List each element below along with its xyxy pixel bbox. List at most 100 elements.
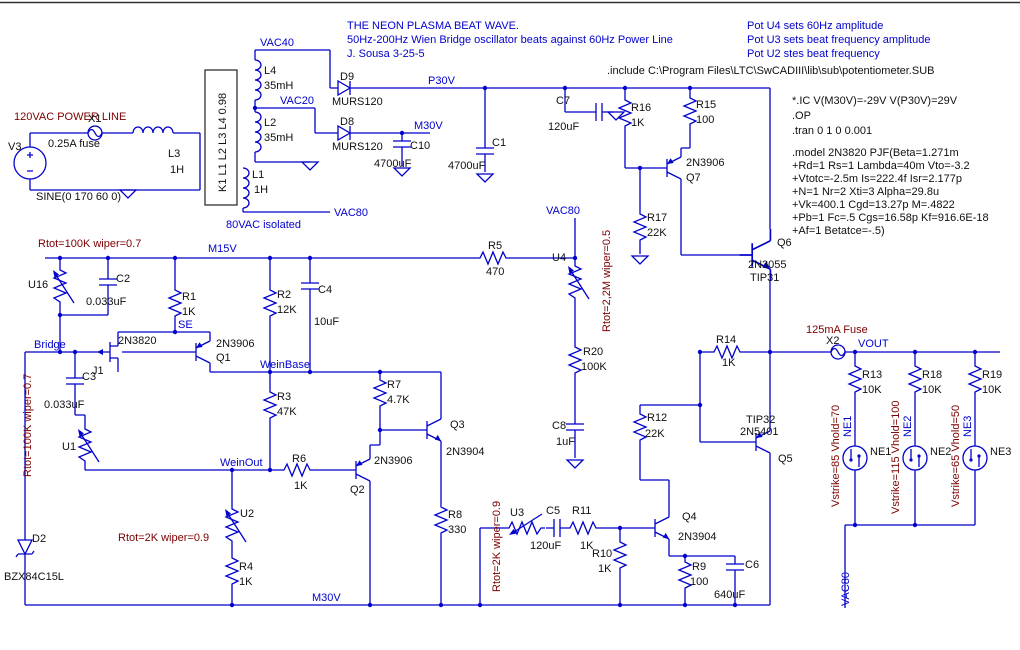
component-C7[interactable] <box>587 102 611 122</box>
component-NE2[interactable] <box>902 435 928 481</box>
val-q2: 2N3906 <box>374 455 413 467</box>
component-R20[interactable] <box>568 344 582 376</box>
ref-ne2: NE2 <box>930 446 951 458</box>
val-r9: 100 <box>690 576 708 588</box>
ground-icon[interactable] <box>301 161 319 171</box>
junction-dot <box>229 467 235 473</box>
component-R17[interactable] <box>633 211 647 243</box>
component-NE1[interactable] <box>842 435 868 481</box>
ref-r1: R1 <box>182 291 196 303</box>
model-line-4: +N=1 Nr=2 Xti=3 Alpha=29.8u <box>792 186 939 198</box>
component-U4[interactable] <box>567 261 590 303</box>
component-NE3[interactable] <box>962 435 988 481</box>
net-m15v: M15V <box>208 243 237 255</box>
val-r1: 1K <box>182 306 196 318</box>
ref-c6: C6 <box>745 559 759 571</box>
ref-q1: Q1 <box>216 352 231 364</box>
ref-r10: R10 <box>592 548 612 560</box>
component-Q4[interactable] <box>644 507 670 549</box>
component-R3[interactable] <box>263 389 277 421</box>
net-m30v-bottom: M30V <box>312 592 341 604</box>
ref-q4: Q4 <box>682 511 697 523</box>
ref-r15: R15 <box>696 99 716 111</box>
component-R19[interactable] <box>968 363 982 395</box>
component-R13[interactable] <box>848 363 862 395</box>
component-R8[interactable] <box>434 504 448 536</box>
val-r14: 1K <box>722 357 736 369</box>
net-vout: VOUT <box>858 338 889 350</box>
val-c1: 4700uF <box>448 160 486 172</box>
junction-dot <box>732 602 738 608</box>
val-u3: Rtot=2K wiper=0.9 <box>491 501 503 592</box>
component-R5[interactable] <box>477 251 509 265</box>
net-weinbase: WeinBase <box>260 359 310 371</box>
val-r15: 100 <box>696 114 714 126</box>
net-vac40: VAC40 <box>260 37 294 49</box>
junction-dot <box>57 255 63 261</box>
component-R1[interactable] <box>168 287 182 319</box>
junction-dot <box>562 85 568 91</box>
title-line-3: J. Sousa 3-25-5 <box>347 48 425 60</box>
ground-icon[interactable] <box>476 173 494 183</box>
junction-dot <box>438 602 444 608</box>
val-l4: 35mH <box>264 80 293 92</box>
ground-icon[interactable] <box>119 189 137 199</box>
junction-dot <box>105 255 111 261</box>
component-U16[interactable] <box>52 265 75 307</box>
component-C6[interactable] <box>725 555 745 579</box>
component-R6[interactable] <box>281 463 313 477</box>
component-L4[interactable] <box>254 59 262 101</box>
val-r5: 470 <box>486 266 504 278</box>
mutual-inductance-box[interactable] <box>204 69 238 206</box>
component-Q7[interactable] <box>656 147 682 189</box>
ref-q5: Q5 <box>778 453 793 465</box>
component-R4[interactable] <box>225 555 239 587</box>
component-Q1[interactable] <box>185 331 211 373</box>
component-U1[interactable] <box>77 424 100 466</box>
ground-icon[interactable] <box>631 255 649 265</box>
junction-dot <box>172 329 178 335</box>
junction-dot <box>617 525 623 531</box>
junction-dot <box>267 467 273 473</box>
note-pot-u3: Pot U3 sets beat frequency amplitude <box>747 34 930 46</box>
component-L3[interactable] <box>132 126 174 134</box>
component-D8[interactable] <box>329 125 359 141</box>
component-R11[interactable] <box>567 521 599 535</box>
component-L2[interactable] <box>254 111 262 153</box>
val-q1: 2N3906 <box>216 338 255 350</box>
ref-r4: R4 <box>239 561 253 573</box>
val-q5: 2N5401 <box>740 426 779 438</box>
ref-r9: R9 <box>692 561 706 573</box>
junction-dot <box>682 553 688 559</box>
component-C10[interactable] <box>392 132 412 156</box>
val-c3: 0.033uF <box>44 399 85 411</box>
component-C2[interactable] <box>98 270 118 294</box>
component-R15[interactable] <box>683 95 697 127</box>
component-R10[interactable] <box>613 539 627 571</box>
model-line-5: +Vk=400.1 Cgd=13.27p M=.4822 <box>792 199 955 211</box>
junction-dots <box>57 85 978 608</box>
component-L1[interactable] <box>242 167 250 209</box>
ref-r11: R11 <box>572 505 591 517</box>
component-R16[interactable] <box>618 97 632 129</box>
junction-dot <box>682 602 688 608</box>
component-Q3[interactable] <box>416 409 442 451</box>
ref-l4: L4 <box>264 65 276 77</box>
val-ne1: Vstrike=85 Vhold=70 <box>830 405 842 507</box>
val-r12: 22K <box>645 428 665 440</box>
component-C4[interactable] <box>300 274 320 298</box>
component-X2[interactable] <box>830 344 846 360</box>
ground-icon[interactable] <box>566 459 584 469</box>
component-C8[interactable] <box>565 415 585 439</box>
val-x1: 0.25A fuse <box>48 138 100 150</box>
val-r8: 330 <box>448 524 466 536</box>
component-D9[interactable] <box>329 80 359 96</box>
component-R18[interactable] <box>908 363 922 395</box>
component-R7[interactable] <box>373 377 387 409</box>
ref-r19: R19 <box>982 369 1002 381</box>
note-pot-u2: Pot U2 stes beat frequency <box>747 48 880 60</box>
ref-r6: R6 <box>292 453 306 465</box>
component-R2[interactable] <box>263 287 277 319</box>
component-C5[interactable] <box>545 518 569 538</box>
